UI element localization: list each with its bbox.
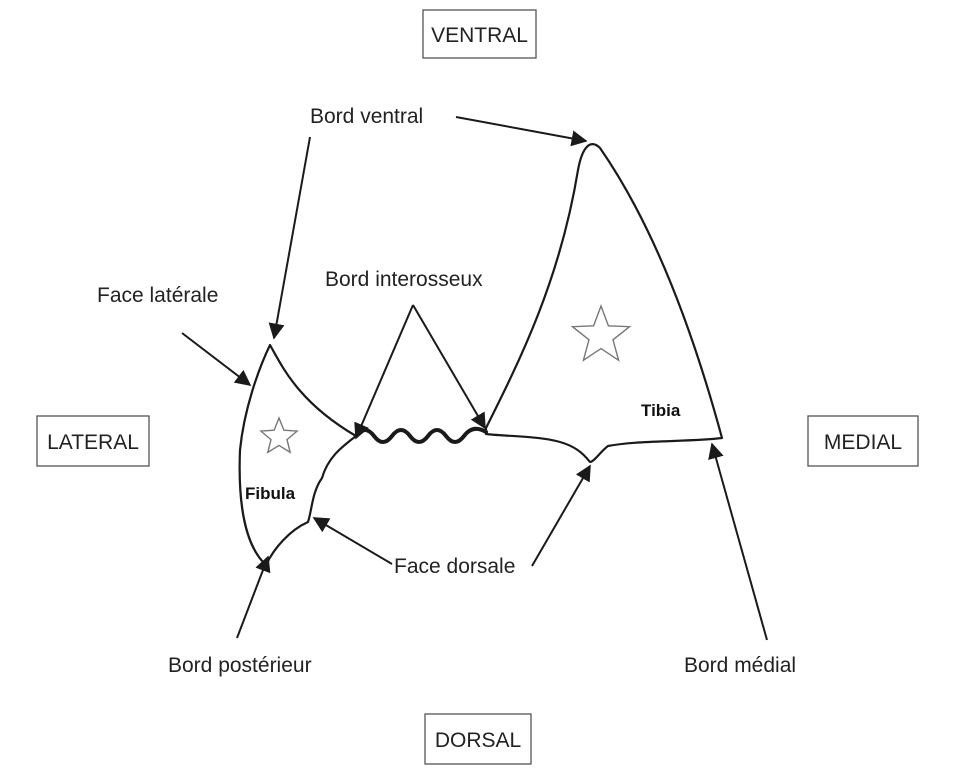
face-laterale-label: Face latérale: [97, 284, 218, 307]
arrow-face-dorsale-tibia: [531, 464, 591, 567]
bord-interosseux-label: Bord interosseux: [325, 268, 483, 291]
face-dorsale-label: Face dorsale: [394, 555, 515, 578]
bord-posterieur-label: Bord postérieur: [168, 654, 312, 677]
arrow-bord-interosseux-fibula: [354, 304, 414, 440]
arrow-bord-ventral-tibia: [455, 116, 588, 147]
annotation-arrows: [181, 116, 768, 641]
dorsal-label: DORSAL: [435, 729, 521, 752]
bord-ventral-label: Bord ventral: [310, 105, 423, 128]
ventral-box: VENTRAL: [422, 9, 537, 59]
ventral-label: VENTRAL: [431, 24, 528, 47]
lateral-box: LATERAL: [36, 415, 150, 467]
tibia-outline: [484, 143, 724, 464]
arrow-bord-interosseux-tibia: [412, 304, 486, 430]
bord-medial-label: Bord médial: [684, 654, 796, 677]
arrow-bord-medial: [708, 442, 768, 641]
medial-box: MEDIAL: [807, 415, 919, 467]
arrow-bord-ventral-fibula: [268, 136, 311, 340]
dorsal-box: DORSAL: [424, 713, 532, 765]
arrow-face-laterale: [181, 332, 252, 386]
arrow-face-dorsale-fibula: [312, 517, 393, 565]
medial-label: MEDIAL: [824, 431, 902, 454]
arrow-bord-posterieur: [236, 555, 271, 639]
tibia-label: Tibia: [641, 401, 681, 420]
fibula-outline: [238, 343, 358, 567]
tibia-star-icon: [570, 304, 632, 362]
lateral-label: LATERAL: [47, 431, 139, 454]
interosseous-membrane: [354, 426, 488, 444]
fibula-label: Fibula: [245, 484, 296, 503]
fibula-star-icon: [259, 416, 299, 454]
